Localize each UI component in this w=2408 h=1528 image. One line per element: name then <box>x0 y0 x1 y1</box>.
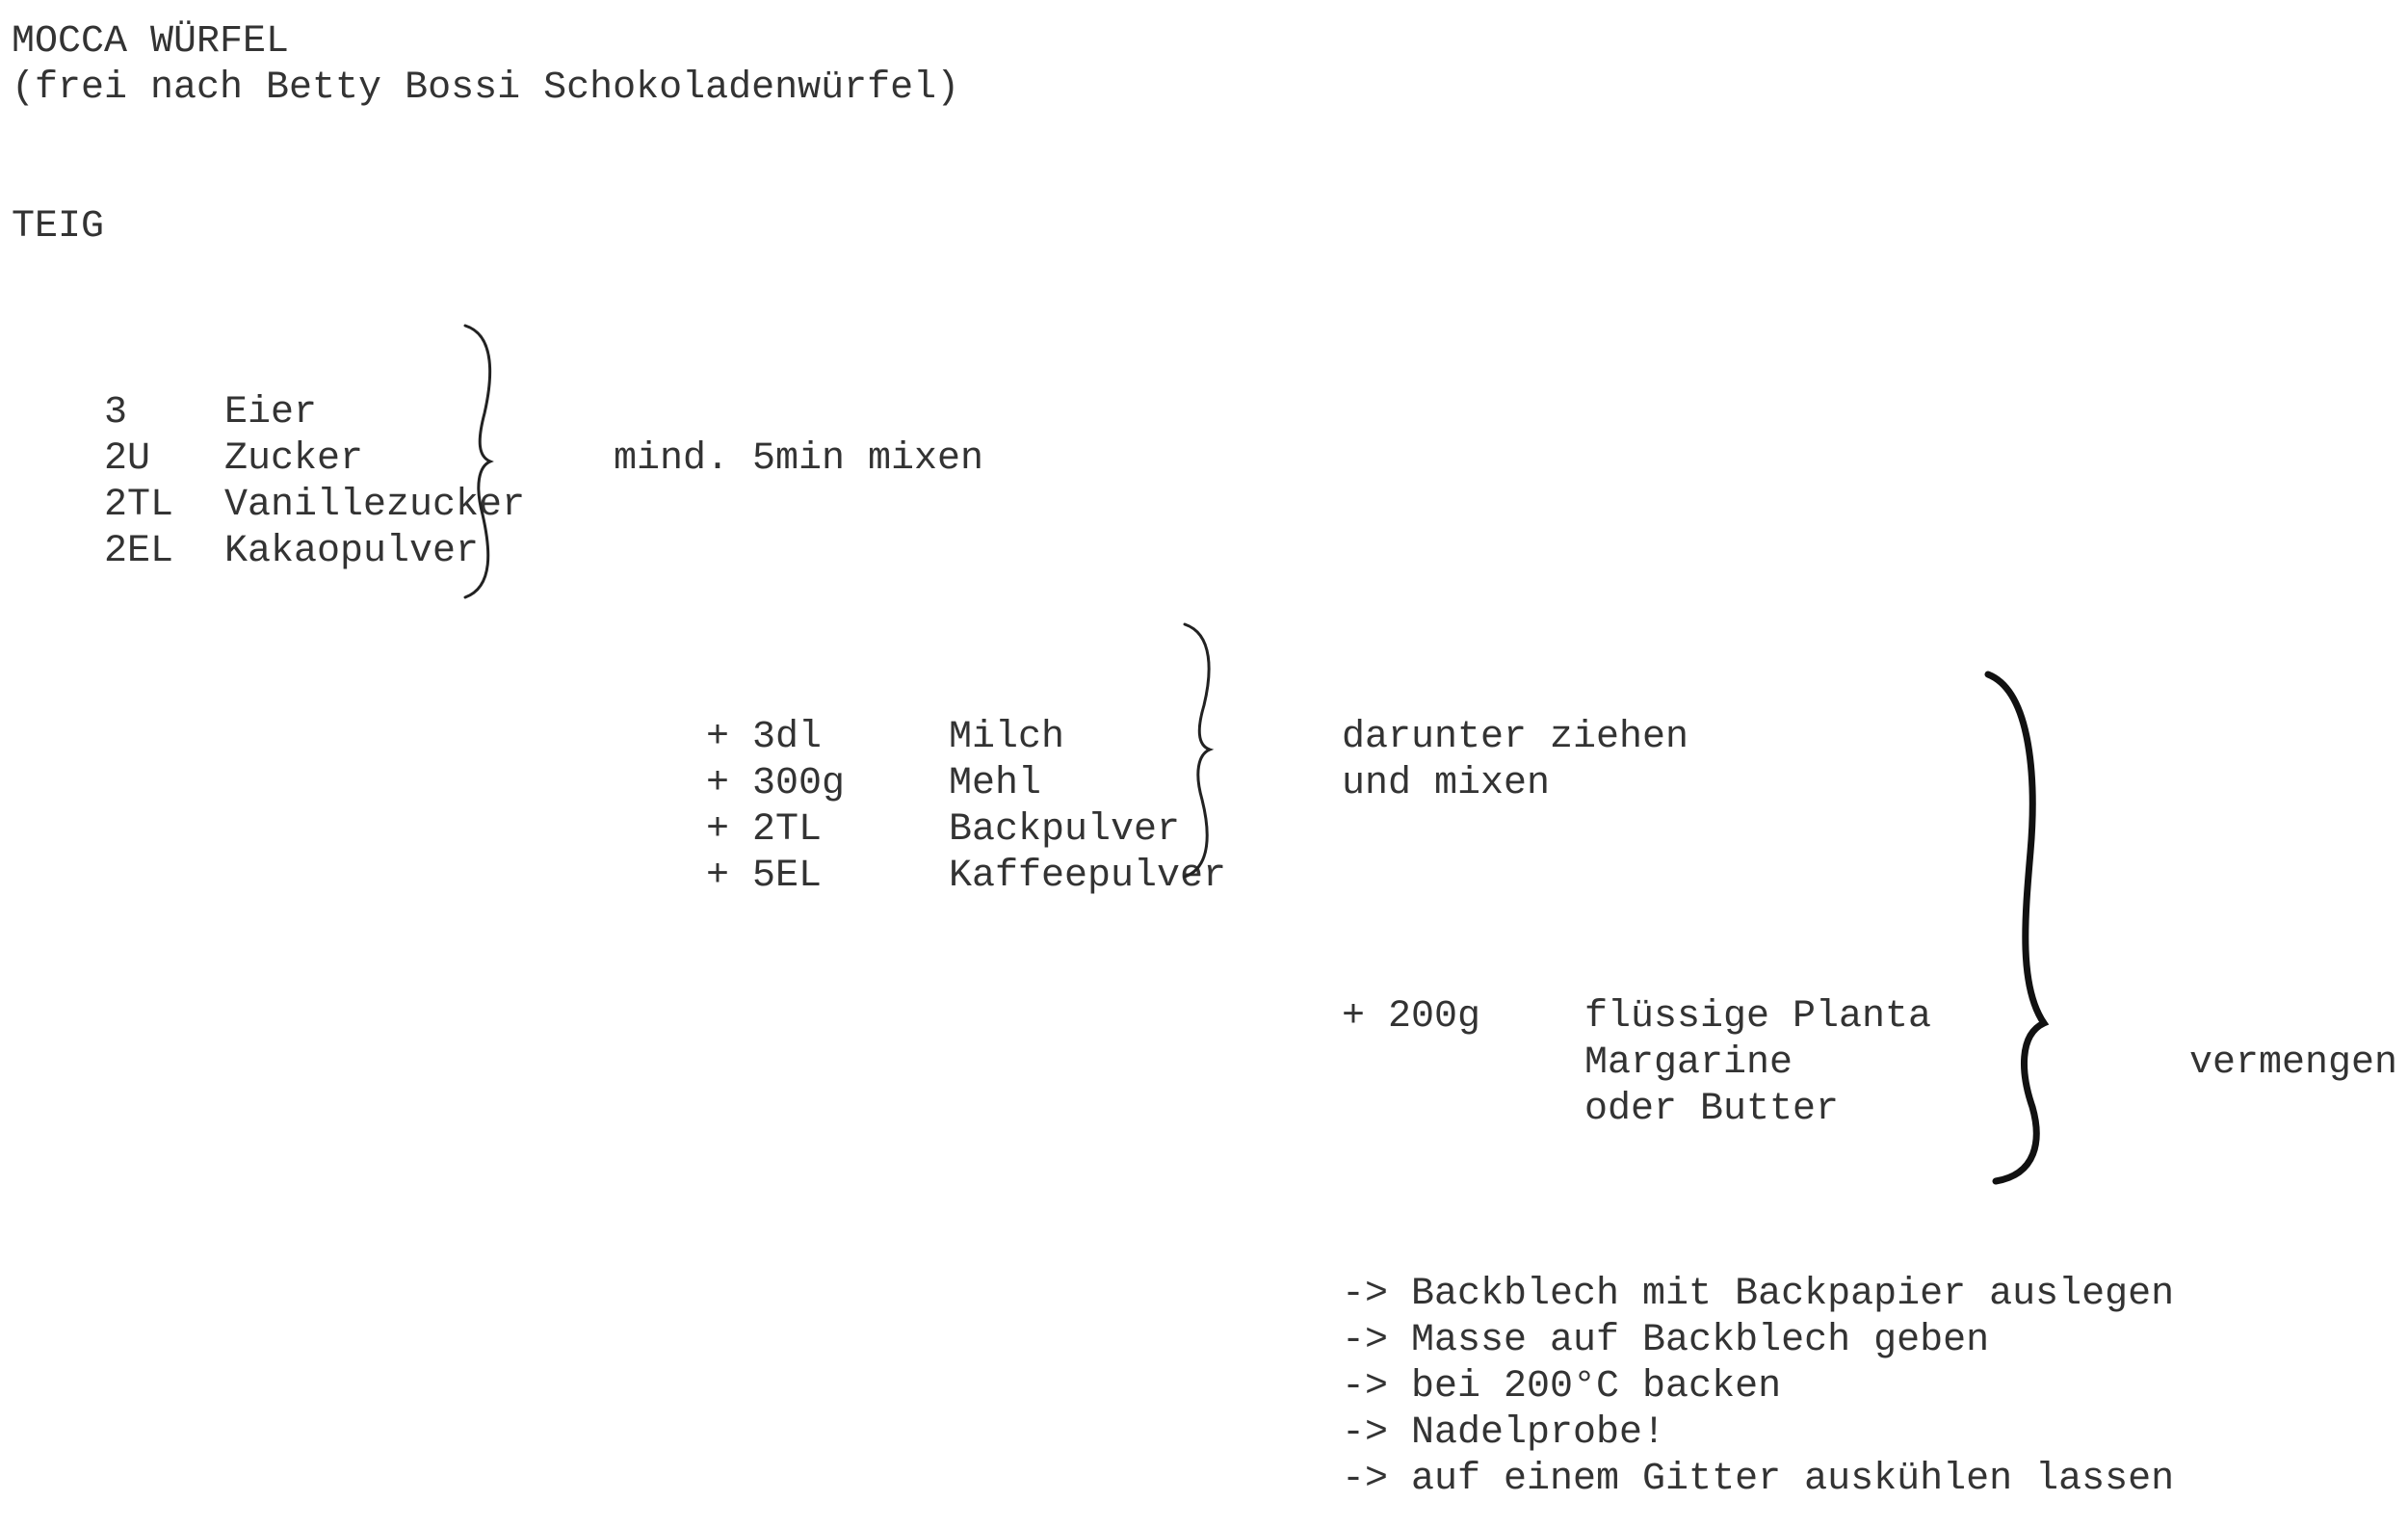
ingredient-row: + 2TL <box>614 761 822 900</box>
step-item: -> Masse auf Backblech geben <box>1342 1319 1990 1362</box>
curly-brace-icon <box>463 324 494 599</box>
ingredient-row: + 300g <box>614 715 845 854</box>
ingredient-qty: + 300g <box>706 762 846 805</box>
ingredient-row: Eier <box>132 344 317 483</box>
ingredient-qty: + 5EL <box>706 855 823 898</box>
ingredient-qty: + 3dl <box>706 716 823 759</box>
ingredient-row: 2TL <box>12 436 173 575</box>
step-item: -> Backblech mit Backpapier auslegen <box>1342 1273 2175 1316</box>
ingredient-qty: + 2TL <box>706 808 823 852</box>
step-item: -> Nadelprobe! <box>1342 1411 1666 1455</box>
ingredient-qty: 2U <box>104 437 151 481</box>
ingredient-item: Mehl <box>949 762 1042 805</box>
step-item: -> auf einem Gitter auskühlen lassen <box>1342 1458 2175 1501</box>
ingredient-row: 2EL <box>12 483 173 621</box>
ingredient-row: Kakaopulver <box>132 483 479 621</box>
ingredient-item: Margarine <box>1584 1041 1793 1085</box>
instruction-mix: mind. 5min mixen <box>614 437 984 481</box>
ingredient-item: flüssige Planta <box>1584 995 1932 1039</box>
ingredient-item: Milch <box>949 716 1065 759</box>
ingredient-item: Vanillezucker <box>224 484 526 527</box>
ingredient-qty: 2TL <box>104 484 174 527</box>
recipe-subtitle: (frei nach Betty Bossi Schokoladenwürfel… <box>12 66 960 110</box>
ingredient-item: Kaffeepulver <box>949 855 1227 898</box>
instruction-fold-in: darunter ziehen <box>1342 716 1689 759</box>
instruction-combine: vermengen <box>2189 1041 2398 1085</box>
ingredient-row: Mehl <box>856 715 1041 854</box>
ingredient-qty: + 200g <box>1342 995 1481 1039</box>
curly-brace-icon <box>1183 622 1215 879</box>
ingredient-qty: 2EL <box>104 530 174 573</box>
ingredient-group-2: + 3dl Milch + 300g Mehl + 2TL Backpulver… <box>614 669 1226 898</box>
ingredient-item: oder Butter <box>1584 1088 1840 1131</box>
recipe-title: MOCCA WÜRFEL <box>12 20 290 64</box>
ingredient-item: Kakaopulver <box>224 530 480 573</box>
ingredient-row: Kaffeepulver <box>856 807 1226 946</box>
ingredient-group-1: 3 Eier 2U Zucker 2TL Vanillezucker 2EL K… <box>12 344 525 573</box>
curly-brace-icon <box>1984 671 2050 1185</box>
ingredient-row: 2U <box>12 390 150 529</box>
step-item: -> bei 200°C backen <box>1342 1365 1782 1409</box>
ingredient-item: Zucker <box>224 437 364 481</box>
ingredient-row: + 3dl <box>614 669 822 807</box>
ingredient-row: 3 <box>12 344 127 483</box>
ingredient-row: Milch <box>856 669 1064 807</box>
ingredient-qty: 3 <box>104 391 128 435</box>
ingredient-item: Backpulver <box>949 808 1181 852</box>
ingredient-row: Vanillezucker <box>132 436 525 575</box>
section-heading-teig: TEIG <box>12 205 105 249</box>
ingredient-row: + 5EL <box>614 807 822 946</box>
ingredient-row: Backpulver <box>856 761 1180 900</box>
ingredient-row: Zucker <box>132 390 363 529</box>
instruction-fold-in: und mixen <box>1342 762 1551 805</box>
ingredient-item: Eier <box>224 391 318 435</box>
